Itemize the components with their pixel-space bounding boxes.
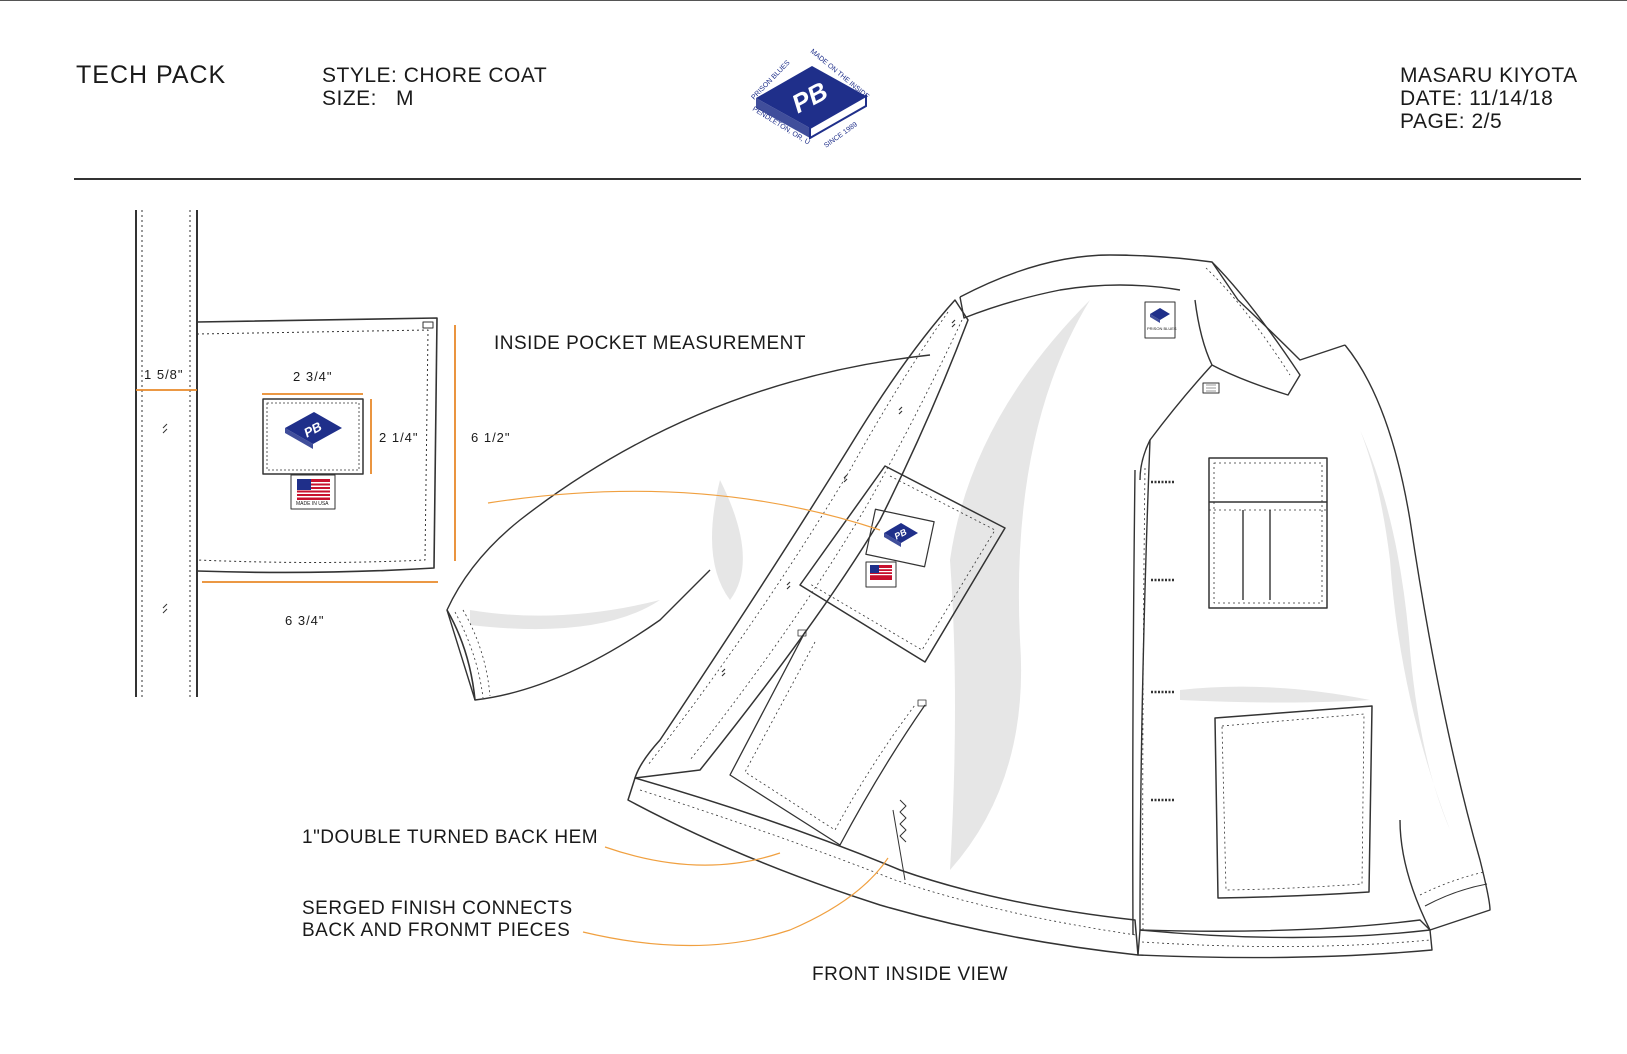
pocket-detail-drawing [135, 210, 438, 697]
dimension-pocket-width: 6 3/4" [285, 613, 325, 628]
style-line: STYLE: CHORE COAT [322, 64, 548, 87]
serge-callout-line1: SERGED FINISH CONNECTS [302, 898, 573, 919]
style-info: STYLE: CHORE COAT SIZE: M [322, 64, 547, 110]
date-line: DATE: 11/14/18 [1400, 87, 1554, 110]
neck-label-caption: PRISON BLUES [1147, 326, 1177, 331]
hem-callout: 1"DOUBLE TURNED BACK HEM [302, 827, 599, 848]
document-meta: MASARU KIYOTA DATE: 11/14/18 PAGE: 2/5 [1400, 64, 1578, 133]
designer-name: MASARU KIYOTA [1400, 64, 1578, 87]
header-divider [74, 178, 1581, 180]
dimension-lines [136, 325, 456, 583]
logo-box-top [756, 66, 866, 128]
svg-text:PB: PB [301, 419, 324, 441]
page-title: TECH PACK [76, 61, 227, 89]
dimension-placket-width: 1 5/8" [144, 367, 184, 382]
serge-callout: SERGED FINISH CONNECTS BACK AND FRONMT P… [302, 898, 573, 942]
dimension-label-width: 2 3/4" [293, 369, 333, 384]
us-flag-label [290, 474, 336, 510]
logo-box-side [756, 98, 810, 138]
dimension-pocket-height: 6 1/2" [471, 430, 511, 445]
logo-box-front [809, 94, 867, 140]
page-number: PAGE: 2/5 [1400, 110, 1503, 133]
serge-callout-line2: BACK AND FRONMT PIECES [302, 920, 571, 941]
view-title: FRONT INSIDE VIEW [812, 964, 1009, 985]
top-border [0, 0, 1627, 1]
brand-logo: PB PRISON BLUES MADE ON THE INSIDE PENDL… [740, 38, 870, 150]
flag-caption: MADE IN USA [296, 501, 329, 507]
pocket-measurement-title: INSIDE POCKET MEASUREMENT [494, 333, 806, 354]
callout-lines [487, 490, 889, 947]
pocket-label-logo: PB [285, 412, 342, 449]
jacket-drawing: PB [446, 254, 1491, 959]
dimension-label-height: 2 1/4" [379, 430, 419, 445]
size-line: SIZE: M [322, 87, 415, 110]
